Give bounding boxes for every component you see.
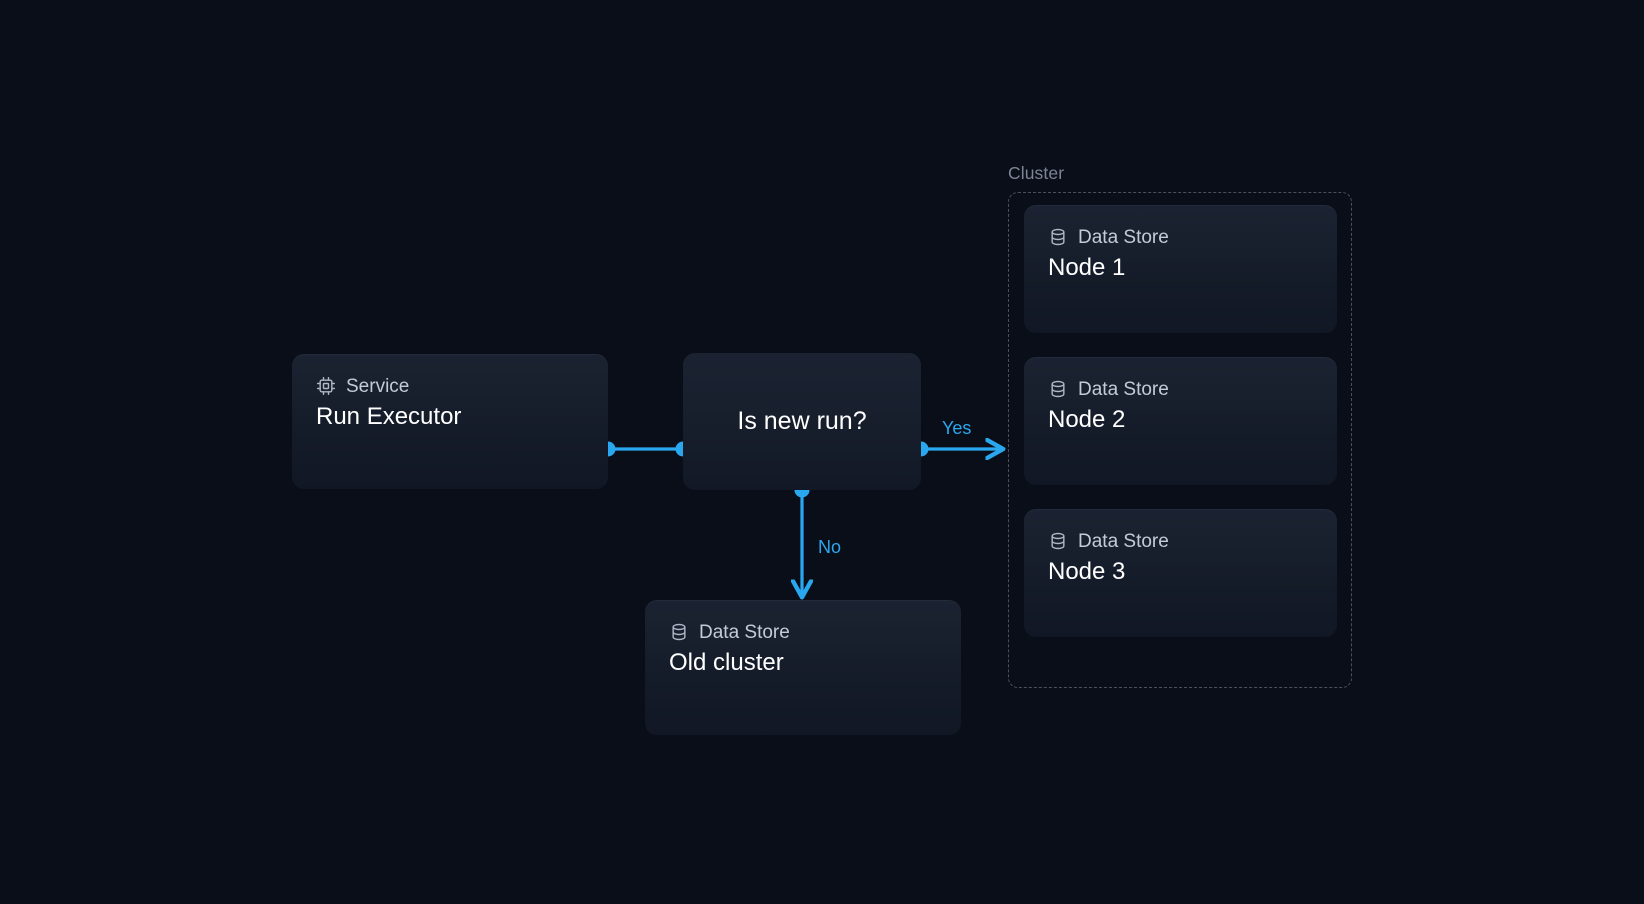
node-data-store-node-1[interactable]: Data Store Node 1 (1024, 205, 1337, 333)
node-kind-label: Service (346, 375, 410, 397)
node-kind-label: Data Store (1078, 530, 1169, 552)
edge-decision-to-old-cluster (795, 482, 810, 597)
node-data-store-node-2[interactable]: Data Store Node 2 (1024, 357, 1337, 485)
node-kind-label: Data Store (1078, 378, 1169, 400)
edge-label-no: No (818, 537, 842, 557)
node-title: Node 1 (1048, 254, 1126, 281)
database-icon (1048, 531, 1068, 551)
node-header: Service (316, 376, 584, 396)
edge-label-yes: Yes (942, 418, 972, 438)
decision-title: Is new run? (737, 407, 867, 435)
node-decision-is-new-run[interactable]: Is new run? (683, 353, 921, 490)
node-header: Data Store (1048, 531, 1313, 551)
node-run-executor[interactable]: Service Run Executor (292, 354, 608, 489)
node-header: Data Store (1048, 227, 1313, 247)
database-icon (669, 622, 689, 642)
node-data-store-node-3[interactable]: Data Store Node 3 (1024, 509, 1337, 637)
database-icon (1048, 379, 1068, 399)
node-old-cluster[interactable]: Data Store Old cluster (645, 600, 961, 735)
cluster-group-label: Cluster (1008, 163, 1065, 183)
cluster-group-boundary (1008, 192, 1352, 688)
node-header: Data Store (669, 622, 937, 642)
node-title: Run Executor (316, 403, 462, 430)
node-kind-label: Data Store (699, 621, 790, 643)
node-title: Old cluster (669, 649, 784, 676)
database-icon (1048, 227, 1068, 247)
node-kind-label: Data Store (1078, 226, 1169, 248)
node-title: Node 2 (1048, 406, 1126, 433)
node-header: Data Store (1048, 379, 1313, 399)
edge-executor-to-decision (600, 441, 691, 457)
cpu-chip-icon (316, 376, 336, 396)
edge-decision-to-cluster (913, 442, 1003, 457)
node-title: Node 3 (1048, 558, 1126, 585)
